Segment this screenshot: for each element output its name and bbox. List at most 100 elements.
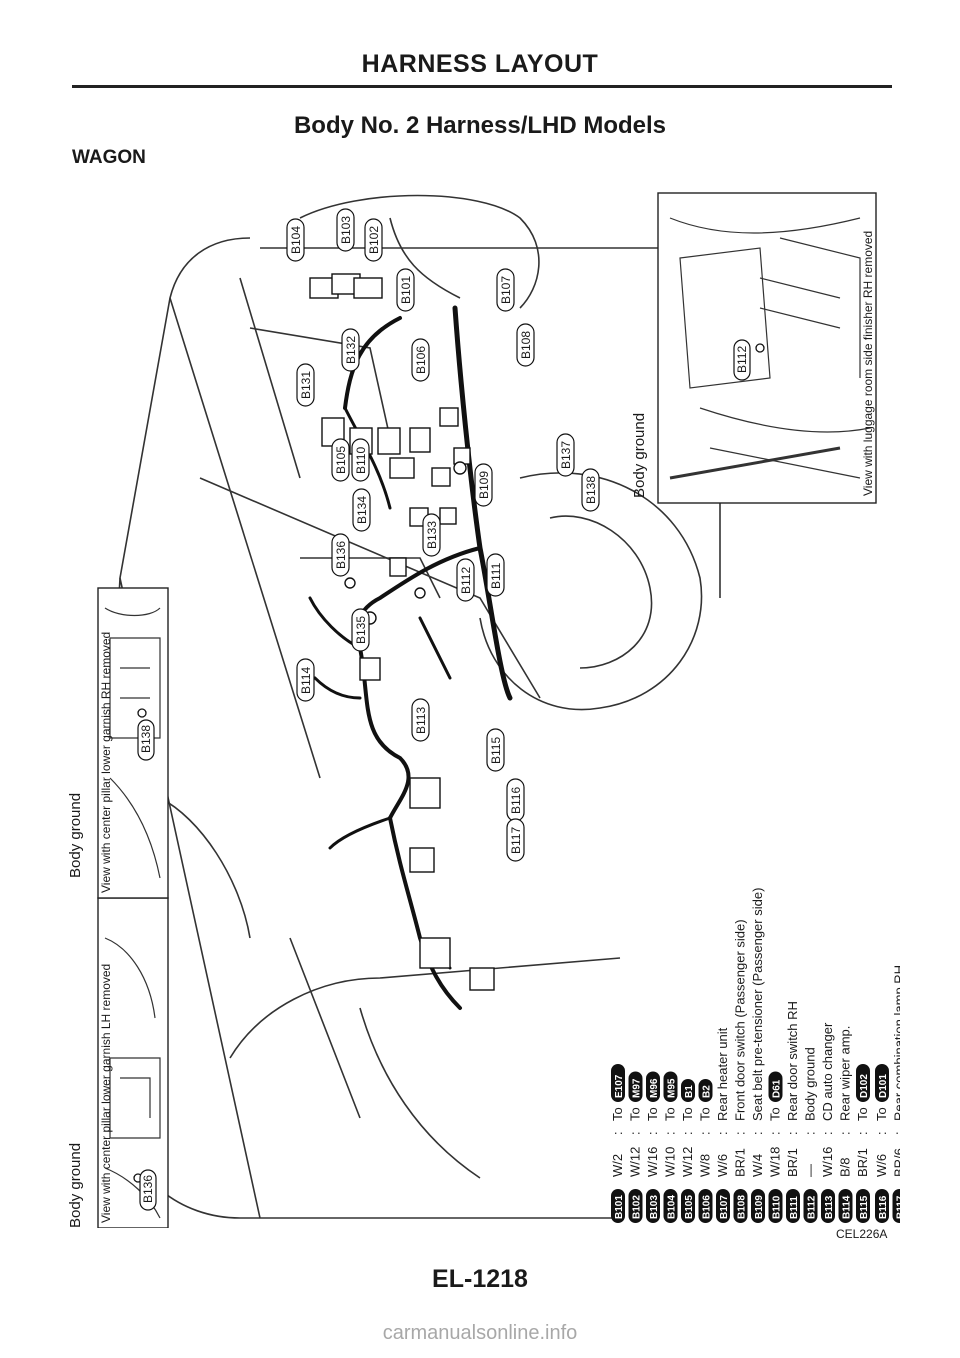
legend-sep: : bbox=[645, 1131, 660, 1135]
legend-row-b112: B112—:Body ground bbox=[803, 1047, 818, 1223]
callout-label: B137 bbox=[559, 441, 573, 469]
legend-desc: Rear wiper amp. bbox=[838, 1026, 853, 1121]
callout-b109: B109 bbox=[474, 463, 493, 507]
legend-id: B102 bbox=[632, 1195, 643, 1219]
legend-sep: : bbox=[610, 1131, 625, 1135]
legend-sep: : bbox=[874, 1131, 889, 1135]
callout-label: B102 bbox=[367, 226, 381, 254]
callout-label: B115 bbox=[489, 737, 503, 764]
callout-b106: B106 bbox=[411, 338, 430, 382]
legend-id: B106 bbox=[702, 1195, 713, 1219]
inset-left-tag: B136 bbox=[141, 1175, 155, 1203]
legend-desc: CD auto changer bbox=[820, 1022, 835, 1121]
legend-sep: : bbox=[768, 1131, 783, 1135]
callout-label: B134 bbox=[355, 496, 369, 524]
legend-desc: Front door switch (Passenger side) bbox=[733, 919, 748, 1121]
figure-code: CEL226A bbox=[836, 1227, 888, 1241]
legend-wire: B/8 bbox=[838, 1157, 853, 1177]
inset-middle: Body ground View with center pillar lowe… bbox=[67, 587, 169, 899]
callout-b113: B113 bbox=[411, 698, 430, 742]
callout-label: B105 bbox=[334, 446, 348, 474]
legend-id: B117 bbox=[896, 1195, 901, 1219]
legend-sep: : bbox=[698, 1131, 713, 1135]
inset-right-frame bbox=[657, 192, 877, 504]
legend-sep: : bbox=[680, 1131, 695, 1135]
callout-b117: B117 bbox=[506, 818, 525, 862]
legend-desc: Rear combination lamp RH bbox=[892, 965, 901, 1121]
callout-label: B107 bbox=[499, 276, 513, 304]
callout-label: B108 bbox=[519, 331, 533, 359]
callout-b133: B133 bbox=[422, 513, 441, 557]
callout-b110: B110 bbox=[351, 438, 370, 482]
legend-wire: W/2 bbox=[610, 1154, 625, 1177]
callout-label: B104 bbox=[289, 226, 303, 254]
callout-b105: B105 bbox=[331, 438, 350, 482]
legend-wire: BR/6 bbox=[892, 1148, 901, 1177]
page-title: Body No. 2 Harness/LHD Models bbox=[293, 112, 667, 139]
legend-wire: BR/1 bbox=[855, 1148, 870, 1177]
legend-id: B112 bbox=[807, 1195, 818, 1219]
callout-b138: B138 bbox=[581, 468, 600, 512]
inset-left: Body ground View with center pillar lowe… bbox=[67, 897, 169, 1228]
legend-sep: : bbox=[820, 1131, 835, 1135]
legend-sep: : bbox=[628, 1131, 643, 1135]
callout-label: B112 bbox=[459, 567, 473, 594]
legend-id: B114 bbox=[842, 1195, 853, 1219]
legend-desc: To bbox=[855, 1107, 870, 1121]
legend-ref: M96 bbox=[649, 1078, 660, 1098]
inset-middle-tag: B138 bbox=[139, 725, 153, 753]
callout-label: B138 bbox=[584, 476, 598, 504]
callout-b135: B135 bbox=[351, 608, 370, 652]
legend-wire: W/18 bbox=[768, 1147, 783, 1177]
legend-sep: : bbox=[785, 1131, 800, 1135]
callout-label: B110 bbox=[354, 447, 368, 474]
legend-row-b114: B114 B/8: Rear wiper amp. bbox=[838, 1026, 853, 1223]
callout-b115: B115 bbox=[486, 728, 505, 772]
legend-id: B108 bbox=[737, 1195, 748, 1219]
inset-right-caption: View with luggage room side finisher RH … bbox=[861, 231, 875, 496]
legend-id: B116 bbox=[878, 1195, 889, 1219]
page-number: EL-1218 bbox=[432, 1265, 528, 1293]
legend-sep: : bbox=[663, 1131, 678, 1135]
callout-label: B109 bbox=[477, 471, 491, 499]
callout-label: B132 bbox=[344, 336, 358, 364]
callout-label: B106 bbox=[414, 346, 428, 374]
legend-wire: BR/1 bbox=[785, 1148, 800, 1177]
legend-id: B115 bbox=[859, 1195, 870, 1219]
legend-sep: : bbox=[733, 1131, 748, 1135]
callout-b103: B103 bbox=[336, 208, 355, 252]
legend-desc: To bbox=[874, 1107, 889, 1121]
legend-ref: B1 bbox=[684, 1085, 695, 1098]
callout-label: B114 bbox=[299, 667, 313, 694]
callout-b131: B131 bbox=[296, 363, 315, 407]
inset-right: Body ground View with luggage room side … bbox=[631, 192, 877, 504]
legend-id: B107 bbox=[719, 1195, 730, 1219]
legend-ref: D61 bbox=[772, 1079, 783, 1098]
callout-b102: B102 bbox=[364, 218, 383, 262]
callout-b136: B136 bbox=[331, 533, 350, 577]
legend-ref: B2 bbox=[702, 1085, 713, 1098]
callout-label: B113 bbox=[414, 707, 428, 734]
legend-id: B104 bbox=[667, 1195, 678, 1219]
callout-b111: B111 bbox=[486, 553, 505, 597]
callout-b101: B101 bbox=[396, 268, 415, 312]
callout-label: B135 bbox=[354, 616, 368, 644]
legend-sep: : bbox=[838, 1131, 853, 1135]
legend-wire: W/16 bbox=[645, 1147, 660, 1177]
model-variant: WAGON bbox=[72, 147, 146, 168]
legend-sep: : bbox=[803, 1131, 818, 1135]
legend-desc: To bbox=[680, 1107, 695, 1121]
legend-ref: D102 bbox=[859, 1074, 870, 1098]
